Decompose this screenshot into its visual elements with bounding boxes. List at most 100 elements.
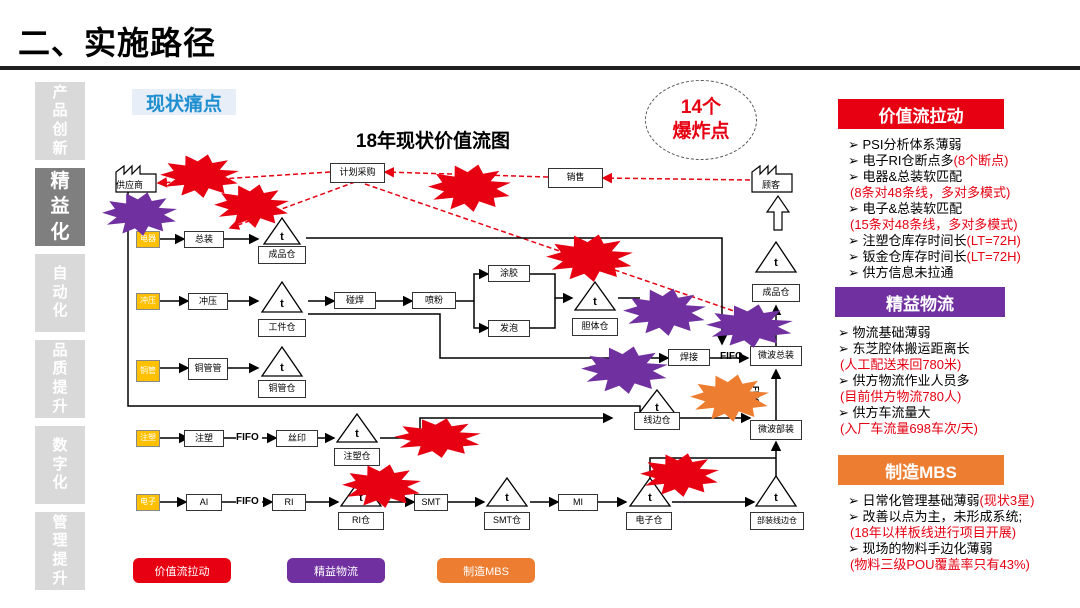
fifo-label: FIFO	[236, 496, 259, 507]
sidebar-item-label: 精益化	[50, 170, 70, 243]
inventory-triangle-icon	[573, 280, 617, 311]
customer-factory-icon	[751, 164, 793, 193]
fifo-label: FIFO	[236, 432, 259, 443]
process-box-silkscreen[interactable]: 丝印	[276, 430, 318, 447]
store-box-shell[interactable]: 胆体仓	[572, 318, 618, 336]
store-box-smt[interactable]: SMT仓	[484, 512, 530, 530]
sidebar-item-lean[interactable]: 精益化	[35, 168, 85, 246]
supplier-factory-icon	[115, 164, 157, 193]
inventory-triangle-icon	[754, 240, 798, 273]
process-box-ai[interactable]: AI	[186, 494, 222, 511]
sales-box[interactable]: 销售	[548, 168, 603, 188]
store-box-finished-right[interactable]: 成品仓	[752, 284, 800, 302]
bullet-arrow-icon: ➢	[848, 265, 863, 280]
pain-point-note: (18年以样板线进行项目开展)	[850, 525, 1017, 540]
sidebar-item-label: 自动化	[52, 264, 68, 320]
pain-point-note: (现状3星)	[979, 493, 1035, 508]
pain-point-text: 注塑仓库存时间长	[862, 233, 967, 248]
sidebar-item-label: 品质提升	[52, 341, 68, 415]
sidebar-item-digital[interactable]: 数字化	[35, 426, 85, 504]
customer-label: 顾客	[762, 180, 781, 190]
triangle-mark: t	[655, 402, 659, 414]
triangle-mark: t	[359, 492, 363, 504]
explosion-count: 14个	[680, 97, 722, 119]
section-header: 精益物流	[835, 287, 1005, 317]
process-box-microwave-subassembly[interactable]: 微波部装	[750, 420, 802, 440]
sidebar-item-quality[interactable]: 品质提升	[35, 340, 85, 418]
explosion-count-callout: 14个爆炸点	[645, 80, 757, 160]
bullet-arrow-icon: ➢	[848, 137, 863, 152]
store-box-copper[interactable]: 铜管仓	[258, 380, 306, 398]
store-box-workpiece[interactable]: 工件仓	[258, 319, 306, 337]
pain-point-note: (目前供方物流780人)	[840, 389, 962, 404]
store-box-finished[interactable]: 成品仓	[258, 246, 306, 264]
fifo-label: FIFO	[720, 351, 743, 362]
process-box-assembly[interactable]: 总装	[184, 231, 224, 248]
triangle-mark: t	[593, 296, 597, 308]
pain-point-item: ➢ 日常化管理基础薄弱(现状3星)	[848, 493, 1034, 509]
bullet-arrow-icon: ➢	[848, 493, 863, 508]
triangle-mark: t	[774, 492, 778, 504]
process-box-copper[interactable]: 铜管管	[188, 358, 228, 380]
pain-point-text: PSI分析体系薄弱	[862, 137, 962, 152]
process-box-microwave-assembly[interactable]: 微波总装	[750, 346, 802, 366]
process-box-foam[interactable]: 发泡	[488, 320, 530, 337]
inventory-triangle-icon	[754, 474, 798, 507]
pain-point-item: ➢ 钣金仓库存时间长(LT=72H)	[848, 249, 1021, 265]
pain-point-item: ➢ 改善以点为主，未形成系统;	[848, 509, 1022, 525]
store-box-line-side[interactable]: 线边仓	[634, 412, 680, 430]
pain-point-text: 电子RI仓断点多	[862, 153, 954, 168]
page-title: 二、实施路径	[18, 25, 217, 61]
process-box-mi[interactable]: MI	[558, 494, 598, 511]
source-tag-injection: 注塑	[136, 430, 160, 447]
store-box-injection[interactable]: 注塑仓	[334, 448, 380, 466]
store-box-subassembly-line[interactable]: 部装线边仓	[750, 512, 804, 530]
bullet-arrow-icon: ➢	[848, 201, 863, 216]
process-box-weld[interactable]: 碰焊	[334, 292, 376, 309]
process-box-injection[interactable]: 注塑	[184, 430, 224, 447]
inventory-triangle-icon	[485, 476, 529, 507]
store-box-electronics[interactable]: 电子仓	[626, 512, 672, 530]
inventory-triangles	[260, 216, 798, 507]
pain-point-item: ➢ PSI分析体系薄弱	[848, 137, 961, 153]
triangle-mark: t	[505, 492, 509, 504]
bullet-arrow-icon: ➢	[838, 405, 853, 420]
process-box-glue[interactable]: 涂胶	[488, 265, 530, 282]
source-tag-electrical: 电器	[136, 231, 160, 248]
triangle-mark: t	[774, 257, 778, 269]
pain-point-text: 钣金仓库存时间长	[862, 249, 967, 264]
bullet-arrow-icon: ➢	[848, 509, 863, 524]
inventory-triangle-icon	[335, 412, 379, 443]
bullet-arrow-icon: ➢	[848, 233, 863, 248]
process-box-stamping[interactable]: 冲压	[188, 293, 228, 310]
pain-point-note: (8个断点)	[953, 153, 1009, 168]
pain-point-note: (LT=72H)	[966, 249, 1021, 264]
legend-manufacturing-mbs: 制造MBS	[437, 558, 535, 583]
triangle-mark: t	[280, 362, 284, 374]
process-box-ri[interactable]: RI	[272, 494, 306, 511]
sidebar-item-management[interactable]: 管理提升	[35, 512, 85, 590]
ship-arrow-icon	[765, 194, 791, 231]
sidebar-item-automation[interactable]: 自动化	[35, 254, 85, 332]
pain-point-text: 物流基础薄弱	[852, 325, 931, 340]
sidebar-item-product-innovation[interactable]: 产品创新	[35, 82, 85, 160]
store-box-ri[interactable]: RI仓	[338, 512, 384, 530]
bullet-arrow-icon: ➢	[838, 341, 853, 356]
pain-point-text: 供方信息未拉通	[862, 265, 954, 280]
explosion-label: 爆炸点	[672, 121, 730, 142]
pain-point-item: ➢ 供方车流量大	[838, 405, 931, 421]
inventory-triangle-icon	[260, 345, 304, 377]
inventory-triangle-icon	[260, 280, 304, 313]
planning-box[interactable]: 计划采购	[330, 163, 385, 183]
triangle-mark: t	[648, 492, 652, 504]
pain-point-text: 日常化管理基础薄弱	[862, 493, 980, 508]
pain-point-note: (物料三级POU覆盖率只有43%)	[850, 557, 1030, 572]
pain-point-item: ➢ 电子RI仓断点多(8个断点)	[848, 153, 1008, 169]
process-box-smt[interactable]: SMT	[414, 494, 448, 511]
legend-value-stream-pull: 价值流拉动	[133, 558, 231, 583]
pain-point-item: ➢ 供方物流作业人员多	[838, 373, 970, 389]
process-box-welding[interactable]: 焊接	[668, 349, 710, 366]
vsm-title: 18年现状价值流图	[355, 131, 511, 152]
process-box-spray[interactable]: 喷粉	[412, 292, 456, 309]
pain-point-note: (入厂车流量698车次/天)	[840, 421, 978, 436]
